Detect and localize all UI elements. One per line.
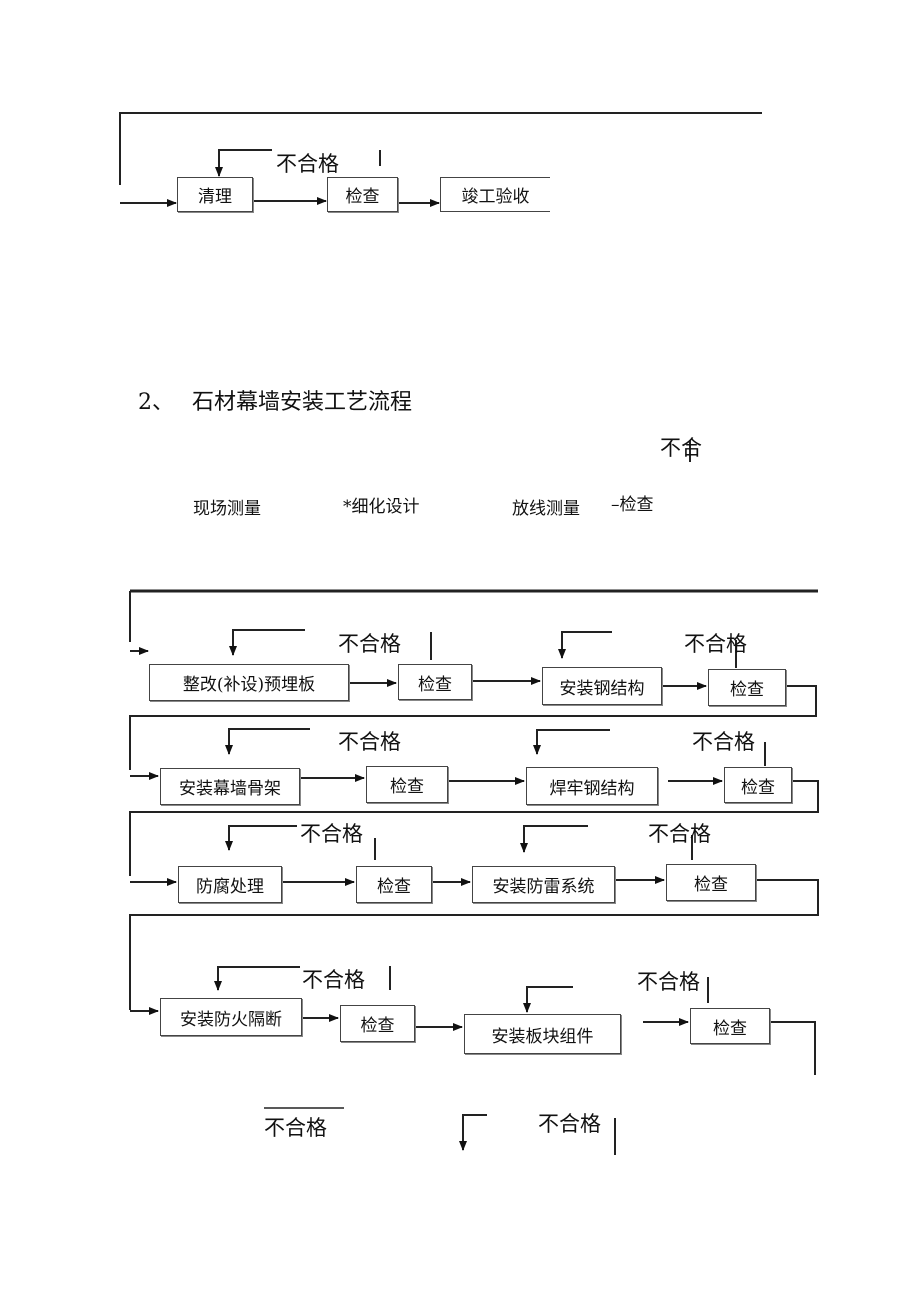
step-inspect: –检查	[611, 495, 654, 515]
step-install-fire-barrier: 安装防火隔断	[160, 998, 302, 1036]
step-weld-steel-structure: 焊牢钢结构	[526, 767, 658, 805]
reject-label: 不合格	[538, 1112, 601, 1136]
step-inspect: 检查	[398, 664, 472, 700]
step-site-survey: 现场测量	[193, 499, 261, 519]
step-rectify-embedded-plate: 整改(补设)预埋板	[149, 664, 349, 701]
reject-label: 不合格	[637, 970, 700, 994]
step-completion-acceptance: 竣工验收	[440, 177, 550, 212]
reject-label: 不合格	[692, 730, 755, 754]
reject-label: 不合格	[648, 822, 711, 846]
step-inspect: 检查	[666, 864, 756, 901]
step-inspect: 检查	[366, 766, 448, 803]
step-inspect: 检查	[327, 177, 398, 212]
step-inspect: 检查	[708, 669, 786, 706]
reject-label: 不合格	[338, 730, 401, 754]
reject-label: 不合格	[300, 822, 363, 846]
step-install-curtain-frame: 安装幕墙骨架	[160, 768, 300, 805]
reject-label: 不合格	[338, 632, 401, 656]
step-inspect: 检查	[340, 1005, 415, 1042]
reject-label: 不合格	[684, 632, 747, 656]
step-detail-design: *细化设计	[343, 497, 420, 517]
step-inspect: 检查	[690, 1008, 770, 1044]
step-inspect: 检查	[356, 866, 432, 903]
step-cleanup: 清理	[177, 177, 253, 212]
reject-label: 不合格	[264, 1116, 327, 1140]
step-install-panel-assembly: 安装板块组件	[464, 1014, 621, 1054]
step-layout-survey: 放线测量	[512, 499, 580, 519]
reject-label: 不合格	[302, 968, 365, 992]
section-title: 石材幕墙安装工艺流程	[192, 390, 413, 415]
step-install-steel-structure: 安装钢结构	[542, 667, 662, 705]
step-install-lightning-protection: 安装防雷系统	[472, 866, 615, 903]
reject-label: 不合格	[276, 152, 339, 176]
step-anticorrosion: 防腐处理	[178, 866, 282, 903]
reject-label: 不合	[660, 436, 702, 460]
step-inspect: 检查	[724, 767, 792, 803]
section-number: 2、	[138, 390, 174, 415]
